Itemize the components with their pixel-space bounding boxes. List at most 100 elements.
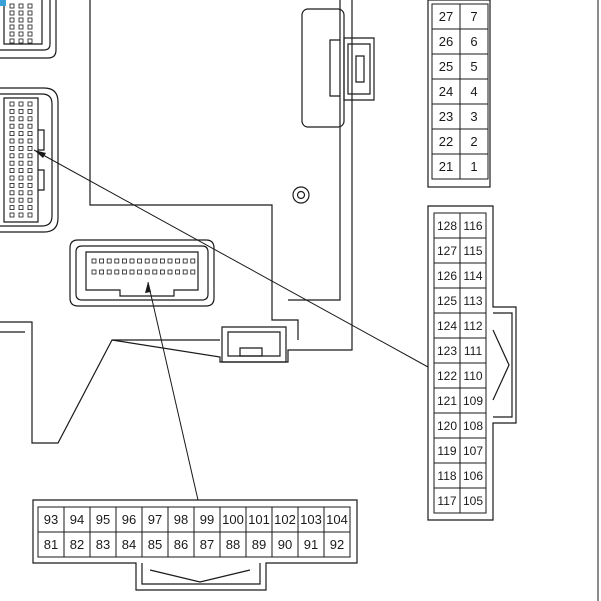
connector-pin <box>9 31 15 37</box>
pin-number-label: 99 <box>200 512 214 527</box>
pin-number-label: 81 <box>44 537 58 552</box>
pin-number-label: 88 <box>226 537 240 552</box>
connector-pin <box>9 116 15 122</box>
connector-pin <box>167 258 173 264</box>
pin-number-label: 114 <box>463 269 482 283</box>
connector-pin <box>9 190 15 196</box>
connector-pin <box>27 175 33 181</box>
pin-number-label: 3 <box>470 109 477 124</box>
connector-center-pins <box>91 258 196 275</box>
connector-pin <box>9 10 15 16</box>
pin-number-label: 127 <box>437 244 457 258</box>
pin-number-label: 118 <box>437 469 456 483</box>
connector-pin <box>9 38 15 44</box>
connector-pin <box>27 197 33 203</box>
pin-number-label: 87 <box>200 537 214 552</box>
pin-cell <box>459 153 489 180</box>
pin-number-label: 101 <box>248 512 270 527</box>
leader-lines <box>33 149 429 501</box>
connector-pin <box>18 101 24 107</box>
connector-pin <box>9 168 15 174</box>
connector-pin <box>9 175 15 181</box>
connector-pin <box>159 258 165 264</box>
pin-number-label: 120 <box>437 419 457 433</box>
connector-pin <box>9 131 15 137</box>
pin-number-label: 121 <box>437 394 457 408</box>
pin-number-label: 96 <box>122 512 136 527</box>
pin-cell <box>323 531 351 558</box>
pin-number-label: 106 <box>463 469 483 483</box>
connector-right-tab <box>492 312 513 418</box>
connector-pin <box>106 269 112 275</box>
pin-number-label: 105 <box>463 494 483 508</box>
connector-pin <box>27 153 33 159</box>
connector-top-right-frame <box>427 0 491 188</box>
connector-pin <box>114 269 120 275</box>
connector-pin <box>182 258 188 264</box>
pin-number-label: 91 <box>304 537 318 552</box>
arrowhead-left <box>34 150 46 158</box>
pin-number-label: 102 <box>274 512 296 527</box>
connector-pin <box>9 160 15 166</box>
pin-number-label: 107 <box>463 444 483 458</box>
connector-pin <box>27 212 33 218</box>
connector-pin <box>27 138 33 144</box>
pin-number-label: 111 <box>464 344 483 358</box>
connector-bottom-tab <box>141 563 261 585</box>
pin-number-label: 1 <box>470 159 477 174</box>
connector-pin <box>18 212 24 218</box>
pin-number-label: 5 <box>470 59 477 74</box>
connector-pin <box>27 3 33 9</box>
connector-pin <box>175 258 181 264</box>
connector-pin <box>27 17 33 23</box>
pin-number-label: 113 <box>463 294 482 308</box>
pin-number-label: 122 <box>437 369 457 383</box>
connector-pin <box>122 258 127 264</box>
connector-pin <box>18 145 24 151</box>
connector-pin <box>27 38 33 44</box>
connector-pin <box>144 258 150 264</box>
pin-number-label: 26 <box>439 34 453 49</box>
arrowhead-center <box>145 282 151 293</box>
connector-pin <box>18 10 24 16</box>
pin-cell <box>459 487 487 514</box>
connector-pin <box>18 3 24 9</box>
connector-pin <box>190 258 196 264</box>
connector-pin <box>27 101 33 107</box>
connector-pin <box>18 160 24 166</box>
pin-number-label: 24 <box>439 84 453 99</box>
connector-pin <box>27 205 33 211</box>
connector-pin <box>152 269 158 275</box>
housing-window <box>301 8 345 128</box>
connector-pin <box>137 269 143 275</box>
leader-line-left <box>33 149 429 368</box>
pin-number-label: 109 <box>463 394 483 408</box>
connector-pin <box>18 153 24 159</box>
connector-pin <box>27 123 33 129</box>
pin-number-label: 92 <box>330 537 344 552</box>
connector-top-left-pins <box>9 3 33 44</box>
pin-number-label: 103 <box>300 512 322 527</box>
connector-pin <box>27 190 33 196</box>
connector-pin <box>9 123 15 129</box>
pin-number-label: 123 <box>437 344 457 358</box>
pin-number-label: 93 <box>44 512 58 527</box>
corner-mark <box>0 0 6 6</box>
connector-pin <box>9 182 15 188</box>
pin-number-label: 89 <box>252 537 266 552</box>
connector-pin <box>27 182 33 188</box>
connector-pin <box>27 31 33 37</box>
screw-hole-inner <box>296 190 306 200</box>
pin-number-label: 119 <box>437 444 456 458</box>
pin-number-label: 95 <box>96 512 110 527</box>
bottom-latch <box>221 326 287 363</box>
pin-number-label: 97 <box>148 512 162 527</box>
pin-number-label: 125 <box>437 294 457 308</box>
connector-pin <box>9 3 15 9</box>
connector-pin <box>91 269 97 275</box>
connector-pin <box>27 131 33 137</box>
connector-pin <box>27 168 33 174</box>
connector-pin <box>18 205 24 211</box>
